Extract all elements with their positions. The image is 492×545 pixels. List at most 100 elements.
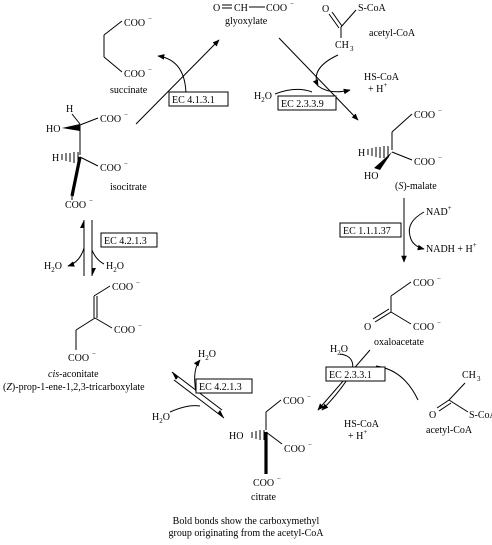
arrow-nadh-out <box>409 235 425 251</box>
water-label-left-out: H2O <box>44 261 62 274</box>
caption-line-1: Bold bonds show the carboxymethyl <box>172 516 320 527</box>
svg-text:−: − <box>308 441 312 449</box>
svg-text:3: 3 <box>350 45 354 53</box>
svg-text:−: − <box>437 275 441 283</box>
cis-aconitate-iupac-label: (Z)-prop-1-ene-1,2,3-tricarboxylate <box>3 382 145 393</box>
acetyl-coa-top-molecule: O S-CoA CH 3 acetyl-CoA <box>322 3 416 53</box>
svg-text:COO: COO <box>100 114 121 125</box>
acetyl-coa-top-label: acetyl-CoA <box>369 28 416 39</box>
water-label-bottom: H2O <box>330 344 348 357</box>
citrate-label: citrate <box>251 492 277 503</box>
svg-text:−: − <box>89 197 93 205</box>
svg-text:EC 2.3.3.1: EC 2.3.3.1 <box>329 370 372 381</box>
enzyme-label-4.2.1.3-bottom: EC 4.2.1.3 <box>195 378 253 394</box>
svg-text:H: H <box>66 104 73 115</box>
arrow-h2o-in-top <box>274 88 313 95</box>
water-label-bottom-in: H2O <box>152 412 170 425</box>
arrow-h2o-out-bottom <box>193 359 201 393</box>
svg-text:−: − <box>438 154 442 162</box>
svg-text:−: − <box>437 319 441 327</box>
oxaloacetate-molecule: COO − COO − O oxaloacetate <box>364 275 441 348</box>
svg-text:O: O <box>213 3 220 14</box>
arrow-to-succinate <box>157 54 187 97</box>
succinate-molecule: COO − COO − succinate <box>103 15 152 96</box>
figure-caption: Bold bonds show the carboxymethyl group … <box>0 516 492 540</box>
svg-text:HO: HO <box>229 431 243 442</box>
svg-text:COO: COO <box>283 396 304 407</box>
arrow-hscoa-out-top <box>317 85 351 95</box>
svg-text:−: − <box>307 393 311 401</box>
proton-label-top: + H+ <box>368 81 387 95</box>
nadh-label: NADH + H+ <box>426 241 477 255</box>
svg-text:−: − <box>124 160 128 168</box>
arrow-h2o-in-bottom-left <box>169 405 201 413</box>
acetyl-coa-bottom-molecule: CH 3 S-CoA O acetyl-CoA <box>426 370 492 436</box>
hs-coa-label-top: HS-CoA <box>364 72 400 83</box>
water-label-left-in: H2O <box>106 261 124 274</box>
svg-text:EC 4.1.3.1: EC 4.1.3.1 <box>172 95 215 106</box>
svg-text:CH: CH <box>335 40 349 51</box>
svg-text:−: − <box>138 322 142 330</box>
svg-text:EC 2.3.3.9: EC 2.3.3.9 <box>281 99 324 110</box>
svg-text:−: − <box>290 0 294 8</box>
svg-text:HO: HO <box>364 171 378 182</box>
svg-text:COO: COO <box>124 18 145 29</box>
enzyme-label-2.3.3.9: EC 2.3.3.9 <box>277 95 337 111</box>
arrow-aconitate-to-citrate <box>173 379 225 419</box>
svg-text:COO: COO <box>114 325 135 336</box>
citrate-molecule: COO − HO COO − COO − citrate <box>229 393 312 503</box>
svg-text:H: H <box>52 153 59 164</box>
glyoxylate-molecule: O CH COO − glyoxylate <box>213 0 294 27</box>
svg-text:COO: COO <box>284 444 305 455</box>
glyoxylate-label: glyoxylate <box>225 16 268 27</box>
svg-text:3: 3 <box>477 375 481 383</box>
arrow-h2o-in-left <box>91 249 105 265</box>
svg-text:EC 4.2.1.3: EC 4.2.1.3 <box>199 382 242 393</box>
svg-text:O: O <box>364 322 371 333</box>
isocitrate-molecule: H HO COO − H COO − COO − isocitrate <box>46 104 147 211</box>
cis-aconitate-label: cis-aconitate <box>48 369 99 380</box>
svg-text:O: O <box>322 4 329 15</box>
svg-text:COO: COO <box>413 278 434 289</box>
svg-text:CH: CH <box>234 3 248 14</box>
svg-text:−: − <box>148 15 152 23</box>
isocitrate-label: isocitrate <box>110 182 147 193</box>
malate-label: (S)-malate <box>395 181 437 192</box>
svg-text:EC 1.1.1.37: EC 1.1.1.37 <box>343 226 391 237</box>
svg-text:−: − <box>136 279 140 287</box>
svg-text:COO: COO <box>253 478 274 489</box>
svg-text:EC 4.2.1.3: EC 4.2.1.3 <box>104 236 147 247</box>
enzyme-label-1.1.1.37: EC 1.1.1.37 <box>339 222 402 238</box>
svg-text:CH: CH <box>462 370 476 381</box>
svg-text:COO: COO <box>414 157 435 168</box>
svg-text:COO: COO <box>266 3 287 14</box>
nad-label: NAD+ <box>426 204 452 218</box>
svg-text:−: − <box>124 111 128 119</box>
svg-text:COO: COO <box>100 163 121 174</box>
proton-label-bottom: + H+ <box>348 428 367 442</box>
malate-molecule: COO − H COO − HO (S)-malate <box>358 107 442 192</box>
svg-text:COO: COO <box>413 322 434 333</box>
svg-text:COO: COO <box>112 282 133 293</box>
svg-text:S-CoA: S-CoA <box>469 410 492 421</box>
svg-text:HO: HO <box>46 124 60 135</box>
oxaloacetate-label: oxaloacetate <box>374 337 425 348</box>
hs-coa-label-bottom: HS-CoA <box>344 419 380 430</box>
arrow-isocitrate-to-glyoxylate <box>135 39 220 125</box>
enzyme-label-4.1.3.1: EC 4.1.3.1 <box>168 91 229 107</box>
svg-text:COO: COO <box>414 110 435 121</box>
svg-text:H: H <box>358 148 365 159</box>
arrow-acetyl-coa-in-top <box>312 54 339 87</box>
svg-text:COO: COO <box>124 69 145 80</box>
svg-text:−: − <box>92 350 96 358</box>
svg-text:COO: COO <box>65 200 86 211</box>
svg-text:COO: COO <box>68 353 89 364</box>
svg-text:−: − <box>438 107 442 115</box>
water-label-bottom-out: H2O <box>198 349 216 362</box>
cis-aconitate-molecule: COO − COO − COO − cis-aconitate (Z)-prop… <box>3 279 145 393</box>
arrow-h2o-out-left <box>67 247 85 267</box>
svg-text:O: O <box>429 410 436 421</box>
svg-text:−: − <box>148 66 152 74</box>
acetyl-coa-bottom-label: acetyl-CoA <box>426 425 473 436</box>
succinate-label: succinate <box>110 85 148 96</box>
